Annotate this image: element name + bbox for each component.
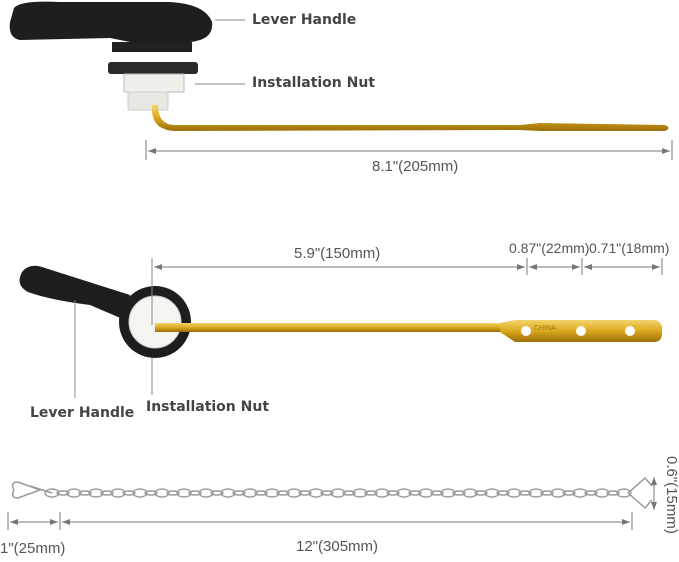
- chain-link: [474, 490, 488, 496]
- chain-link: [88, 488, 104, 498]
- side-lever-handle: [19, 265, 130, 320]
- arm-stamp: CHINA: [534, 325, 556, 332]
- chain-link: [242, 488, 258, 498]
- side-lever-handle-label: Lever Handle: [30, 405, 135, 421]
- chain-link: [550, 488, 566, 498]
- rod-length-dimension: 5.9"(150mm): [294, 245, 381, 262]
- chain-link: [374, 488, 390, 498]
- chain-link: [198, 488, 214, 498]
- chain-link: [166, 490, 180, 496]
- chain-link: [78, 490, 92, 496]
- chain-clip: [627, 476, 653, 510]
- chain-length-dimension: 12"(305mm): [296, 538, 379, 555]
- chain-link: [254, 490, 268, 496]
- chain-link: [110, 488, 126, 498]
- chain-link: [364, 490, 378, 496]
- chain-link: [562, 490, 576, 496]
- chain-link: [484, 488, 500, 498]
- chain-link: [386, 490, 400, 496]
- chain-link: [100, 490, 114, 496]
- chain-link: [572, 488, 588, 498]
- chain-link: [462, 488, 478, 498]
- chain-link: [496, 490, 510, 496]
- chain-link: [176, 488, 192, 498]
- chain-link: [396, 488, 412, 498]
- chain-link: [518, 490, 532, 496]
- side-lever-assembly: [19, 265, 663, 358]
- chain-link: [44, 488, 60, 498]
- chain-link: [584, 490, 598, 496]
- side-installation-nut-label: Installation Nut: [146, 399, 270, 415]
- chain-link: [66, 488, 82, 498]
- top-nut-black: [112, 42, 192, 52]
- chain-link: [188, 490, 202, 496]
- chain-link: [342, 490, 356, 496]
- pull-chain: [11, 476, 653, 510]
- top-lever-handle-label: Lever Handle: [252, 12, 357, 28]
- chain-link: [286, 488, 302, 498]
- side-brass-rod: [155, 323, 505, 332]
- chain-link: [606, 490, 620, 496]
- hook-length-dimension: 1"(25mm): [0, 540, 66, 557]
- chain-link: [408, 490, 422, 496]
- top-installation-nut: [123, 73, 185, 93]
- top-length-dimension: 8.1"(205mm): [372, 158, 459, 175]
- chain-link: [132, 488, 148, 498]
- chain-link: [540, 490, 554, 496]
- top-brass-rod: [151, 105, 669, 131]
- chain-link: [330, 488, 346, 498]
- hole-spacing-2-dimension: 0.71"(18mm): [589, 240, 670, 256]
- chain-link: [452, 490, 466, 496]
- chain-link: [232, 490, 246, 496]
- chain-link: [430, 490, 444, 496]
- side-installation-nut: [128, 295, 182, 349]
- chain-link: [308, 488, 324, 498]
- chain-link: [616, 488, 632, 498]
- chain-link: [440, 488, 456, 498]
- chain-link: [320, 490, 334, 496]
- top-lever-assembly: [9, 1, 669, 131]
- chain-link: [276, 490, 290, 496]
- hole-spacing-1-dimension: 0.87"(22mm): [509, 240, 590, 256]
- chain-link: [56, 490, 70, 496]
- chain-link: [594, 488, 610, 498]
- top-installation-nut-label: Installation Nut: [252, 75, 376, 91]
- chain-hook: [11, 481, 53, 499]
- chain-link: [506, 488, 522, 498]
- chain-link: [418, 488, 434, 498]
- chain-link: [210, 490, 224, 496]
- top-lever-handle: [9, 1, 213, 43]
- chain-link: [298, 490, 312, 496]
- chain-link: [264, 488, 280, 498]
- chain-link: [144, 490, 158, 496]
- chain-link: [352, 488, 368, 498]
- chain-link: [528, 488, 544, 498]
- chain-link: [154, 488, 170, 498]
- chain-link: [122, 490, 136, 496]
- clip-height-dimension: 0.6"(15mm): [663, 456, 679, 534]
- chain-link: [220, 488, 236, 498]
